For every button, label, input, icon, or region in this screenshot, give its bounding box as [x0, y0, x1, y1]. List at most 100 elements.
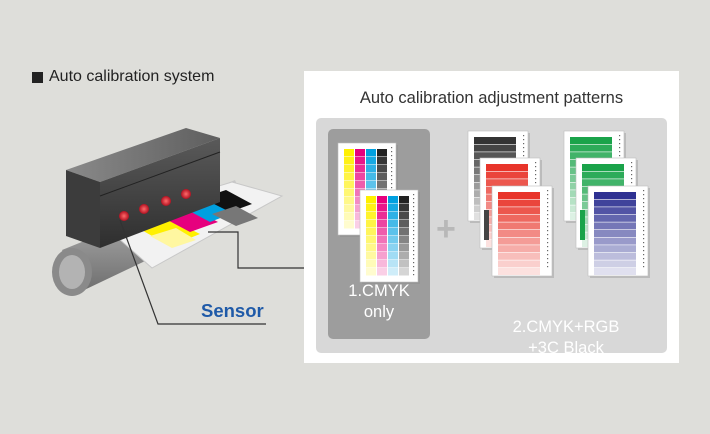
- red-sheet-2-dot: [547, 234, 549, 236]
- section-heading: Auto calibration system: [32, 68, 214, 86]
- cmyk-sheet-back-dot: [391, 151, 393, 153]
- cmyk-sheet-front-swatch: [377, 260, 387, 268]
- cmyk-sheet-front-swatch: [388, 252, 398, 260]
- red-sheet-2-dot: [547, 190, 549, 192]
- cmyk-sheet-front-dot: [413, 222, 415, 224]
- blue-sheet-swatch: [594, 245, 636, 253]
- black-sheet-1-dot: [523, 143, 525, 145]
- cmyk-sheet-back-dot: [391, 167, 393, 169]
- red-sheet-1-dot: [535, 170, 537, 172]
- cmyk-sheet-front-swatch: [377, 196, 387, 204]
- green-sheet-1-dot: [619, 147, 621, 149]
- red-sheet-2-dot: [547, 214, 549, 216]
- cmyk-sheet-front-swatch: [399, 196, 409, 204]
- cmyk-sheet-back-swatch: [377, 149, 387, 157]
- green-sheet-2-dot: [631, 178, 633, 180]
- cmyk-sheet-front-dot: [413, 250, 415, 252]
- option1-line1: 1.CMYK: [348, 282, 410, 300]
- green-sheet-1-dot: [619, 139, 621, 141]
- cmyk-sheet-back-swatch: [366, 181, 376, 189]
- blue-sheet-swatch: [594, 237, 636, 245]
- cmyk-sheet-back-swatch: [377, 173, 387, 181]
- black-sheet-1-swatch: [474, 137, 516, 144]
- cmyk-sheet-back-swatch: [344, 157, 354, 165]
- red-sheet-1-dot: [535, 166, 537, 168]
- square-bullet-icon: [32, 71, 43, 83]
- cmyk-sheet-back-swatch: [355, 165, 365, 173]
- cmyk-sheet-front-swatch: [399, 260, 409, 268]
- red-sheet-2-dot: [547, 218, 549, 220]
- black-sheet-1-swatch: [474, 144, 516, 152]
- red-sheet-1-swatch: [486, 171, 528, 179]
- cmyk-sheet-back-swatch: [344, 221, 354, 229]
- blue-sheet-dot: [643, 258, 645, 260]
- cmyk-sheet-front-dot: [413, 206, 415, 208]
- black-sheet-1-dot: [523, 147, 525, 149]
- blue-sheet-swatch: [594, 192, 636, 199]
- option2-label: 2.CMYK+RGB +3C Black: [466, 317, 666, 359]
- cmyk-sheet-front-swatch: [399, 212, 409, 220]
- red-sheet-2-dot: [547, 226, 549, 228]
- red-sheet-2-dot: [547, 258, 549, 260]
- cmyk-sheet-front-swatch: [377, 244, 387, 252]
- blue-sheet-swatch: [594, 268, 636, 275]
- blue-sheet-dot: [643, 230, 645, 232]
- cmyk-sheet-front-dot: [413, 254, 415, 256]
- cmyk-sheet-back-swatch: [344, 189, 354, 197]
- sensor-light-1: [119, 211, 129, 221]
- red-sheet-2-dot: [547, 238, 549, 240]
- cmyk-sheet-front-dot: [413, 238, 415, 240]
- cmyk-sheet-back-swatch: [366, 165, 376, 173]
- green-sheet-2-swatch: [582, 164, 624, 171]
- cmyk-sheet-front-dot: [413, 246, 415, 248]
- cmyk-sheet-front-dot: [413, 230, 415, 232]
- green-sheet-1-swatch: [570, 137, 612, 144]
- blue-sheet-swatch: [594, 199, 636, 207]
- green-sheet-1-dot: [619, 155, 621, 157]
- cmyk-sheet-back-swatch: [355, 173, 365, 181]
- black-sheet-1-dot: [523, 151, 525, 153]
- red-sheet-2-dot: [547, 198, 549, 200]
- cmyk-sheet-back-swatch: [377, 181, 387, 189]
- blue-sheet-swatch: [594, 214, 636, 222]
- cmyk-sheet-back-swatch: [344, 213, 354, 221]
- cmyk-sheet-front-swatch: [399, 244, 409, 252]
- red-sheet-2-swatch: [498, 252, 540, 260]
- green-sheet-2-swatch: [582, 179, 624, 187]
- cmyk-sheet-front-swatch: [377, 268, 387, 276]
- red-sheet-2-swatch: [498, 222, 540, 230]
- red-sheet-1-dot: [535, 182, 537, 184]
- blue-sheet-swatch: [594, 260, 636, 268]
- blue-sheet-dot: [643, 250, 645, 252]
- panel-title: Auto calibration adjustment patterns: [359, 89, 624, 107]
- red-sheet-2-swatch: [498, 214, 540, 222]
- red-sheet-2-dot: [547, 210, 549, 212]
- cmyk-sheet-front-swatch: [399, 268, 409, 276]
- cmyk-sheet-front-swatch: [366, 252, 376, 260]
- red-sheet-1-dot: [535, 174, 537, 176]
- cmyk-sheet-back-swatch: [344, 205, 354, 213]
- cmyk-sheet-front-dot: [413, 202, 415, 204]
- cmyk-sheet-front-swatch: [366, 212, 376, 220]
- cmyk-sheet-front-dot: [413, 274, 415, 276]
- cmyk-sheet-front-swatch: [366, 268, 376, 276]
- black-sheet-1-swatch: [474, 152, 516, 160]
- option2-line1: 2.CMYK+RGB: [512, 318, 620, 336]
- blue-sheet-dot: [643, 218, 645, 220]
- green-sheet-1-dot: [619, 143, 621, 145]
- cmyk-sheet-front-swatch: [399, 252, 409, 260]
- red-sheet-2-dot: [547, 266, 549, 268]
- cmyk-sheet-front-swatch: [388, 244, 398, 252]
- black-strip: [484, 210, 489, 240]
- option1-label: 1.CMYK only: [328, 281, 430, 323]
- sensor-light-3: [161, 196, 171, 206]
- pattern-sheets: [337, 130, 650, 284]
- print-head: [66, 128, 221, 248]
- cmyk-sheet-back-swatch: [377, 165, 387, 173]
- cmyk-sheet-back-swatch: [344, 173, 354, 181]
- cmyk-sheet-front-dot: [413, 234, 415, 236]
- cmyk-sheet-back-swatch: [344, 165, 354, 173]
- cmyk-sheet-back-swatch: [355, 149, 365, 157]
- cmyk-sheet-front-swatch: [366, 236, 376, 244]
- blue-sheet-dot: [643, 226, 645, 228]
